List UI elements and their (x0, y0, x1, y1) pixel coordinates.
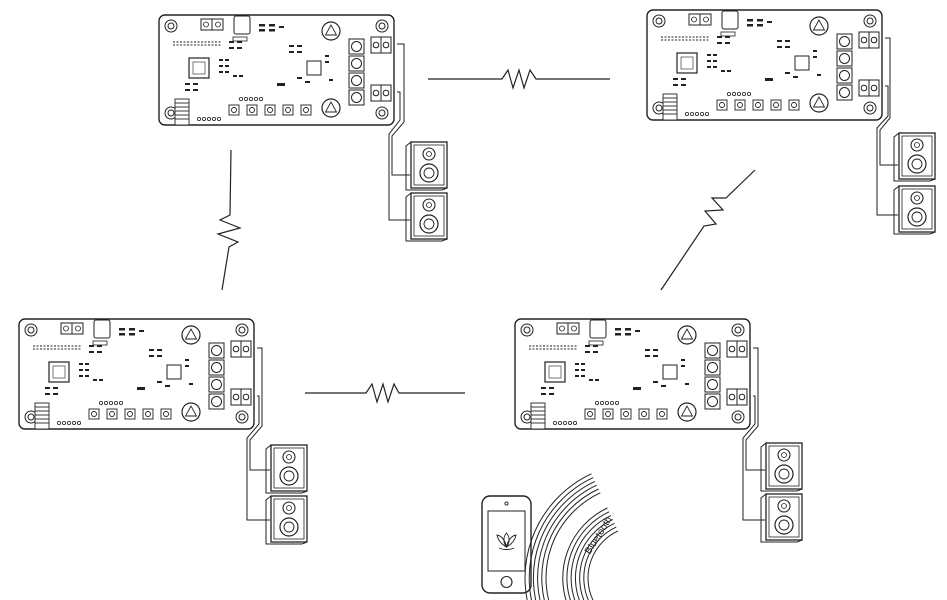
speaker-wiring-bottom-right (742, 347, 765, 521)
bluetooth-wave-arc (579, 522, 615, 600)
speaker-bottom-left-a (265, 444, 308, 494)
bluetooth-wave-arc (532, 480, 596, 600)
bluetooth-wave-arc (562, 507, 608, 600)
link-right-diagonal (660, 169, 756, 291)
bluetooth-waves (524, 473, 619, 600)
bluetooth-wave-arc (570, 515, 612, 600)
speaker-wiring-top-left (388, 43, 410, 221)
bluetooth-wave-arc (524, 473, 592, 600)
speaker-wiring-bottom-left (246, 347, 270, 521)
bluetooth-wave-arc (528, 477, 594, 600)
board-top-left (158, 14, 395, 126)
bluetooth-wave-arc (566, 511, 610, 600)
speaker-bottom-right-b (760, 493, 803, 543)
link-top-horizontal (428, 67, 610, 91)
speaker-wiring-top-right (876, 37, 898, 216)
speaker-bottom-right-a (760, 442, 803, 492)
board-top-right (646, 9, 883, 121)
speaker-top-left-b (405, 192, 448, 242)
bluetooth-wave-arc (587, 530, 619, 600)
board-bottom-right (514, 318, 751, 430)
speaker-top-right-a (893, 132, 936, 182)
bluetooth-wave-arc (575, 519, 613, 600)
bluetooth-wave-arc (541, 488, 599, 600)
board-bottom-left (18, 318, 255, 430)
smartphone (481, 495, 532, 594)
link-bottom-horizontal (305, 381, 465, 405)
speaker-top-right-b (893, 185, 936, 235)
speaker-bottom-left-b (265, 495, 308, 545)
speaker-top-left-a (405, 141, 448, 191)
bluetooth-wave-arc (545, 492, 601, 600)
lotus-icon (496, 532, 517, 550)
bluetooth-wave-arc (537, 484, 597, 600)
link-left-vertical (216, 149, 242, 291)
bluetooth-wave-arc (583, 526, 617, 600)
